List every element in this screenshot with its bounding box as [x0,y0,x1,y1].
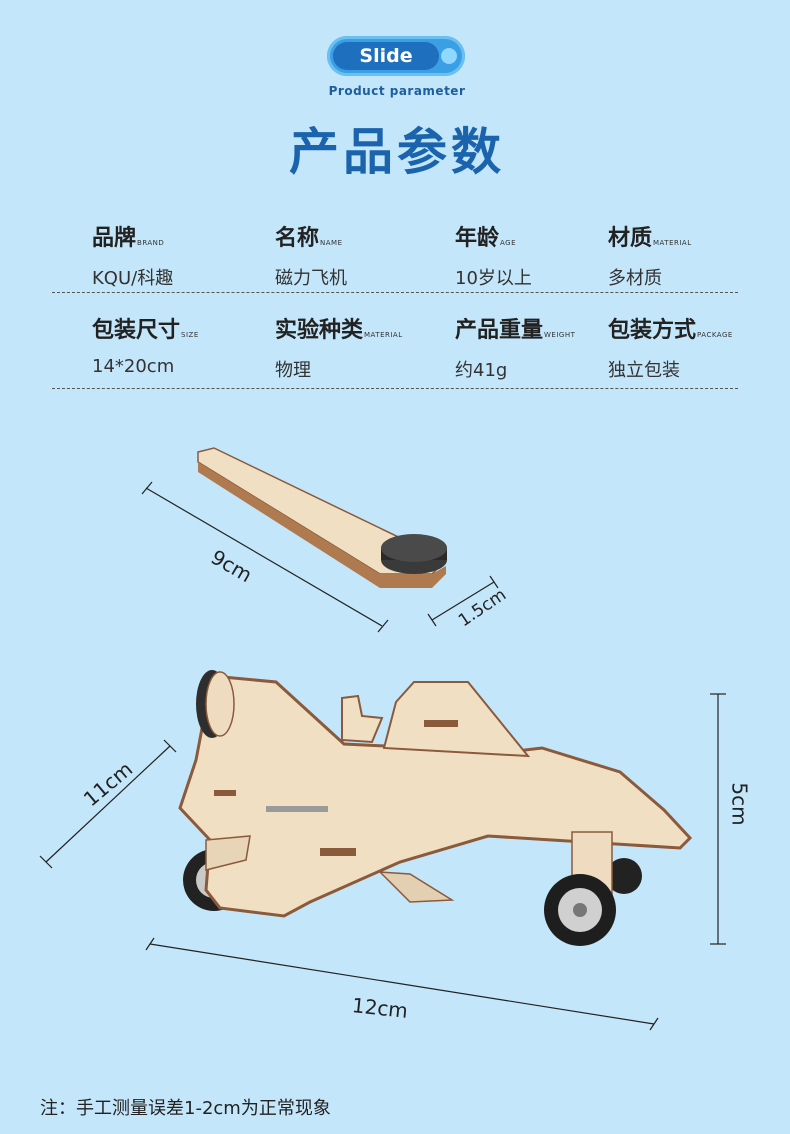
param-label: 包装尺寸 [92,318,181,343]
param-label-en: NAME [320,239,343,247]
stick-dimension-lines [141,481,499,633]
plane-height-label: 5cm [727,782,752,826]
param-label-en: MATERIAL [653,239,692,247]
airplane-icon [178,670,693,946]
param-value: 多材质 [608,268,662,289]
param-experiment-type: 实验种类MATERIAL 物理 [275,312,403,382]
param-brand: 品牌BRAND KQU/科趣 [92,220,173,290]
measurement-note: 注：手工测量误差1-2cm为正常现象 [40,1098,331,1119]
slide-badge-label: Slide [333,42,439,70]
param-label: 实验种类 [275,318,364,343]
param-value: 磁力飞机 [275,268,347,289]
toggle-knob-icon [441,48,457,64]
param-value: 物理 [275,360,311,381]
param-label-en: SIZE [181,331,199,339]
param-size: 包装尺寸SIZE 14*20cm [92,312,199,377]
param-name: 名称NAME 磁力飞机 [275,220,347,290]
param-material: 材质MATERIAL 多材质 [608,220,692,290]
slide-badge: Slide [327,36,465,76]
page-title: 产品参数 [289,123,505,181]
param-label: 产品重量 [455,318,544,343]
param-value: 10岁以上 [455,268,532,289]
param-weight: 产品重量WEIGHT 约41g [455,312,575,382]
param-label: 品牌 [92,226,137,251]
param-label: 年龄 [455,226,500,251]
magnet-stick-icon [197,447,448,588]
section-subtitle: Product parameter [328,84,466,98]
param-value: 独立包装 [608,360,680,381]
param-value: 14*20cm [92,356,175,377]
param-package: 包装方式PACKAGE 独立包装 [608,312,733,382]
plane-dimension-lines [39,693,726,1031]
param-value: 约41g [455,360,508,381]
param-age: 年龄AGE 10岁以上 [455,220,532,290]
divider [52,292,738,293]
param-label-en: BRAND [137,239,165,247]
param-label-en: PACKAGE [697,331,733,339]
param-label: 名称 [275,226,320,251]
param-label-en: MATERIAL [364,331,403,339]
param-label: 材质 [608,226,653,251]
param-label-en: AGE [500,239,517,247]
param-label-en: WEIGHT [544,331,576,339]
divider [52,388,738,389]
param-value: KQU/科趣 [92,268,174,289]
param-label: 包装方式 [608,318,697,343]
